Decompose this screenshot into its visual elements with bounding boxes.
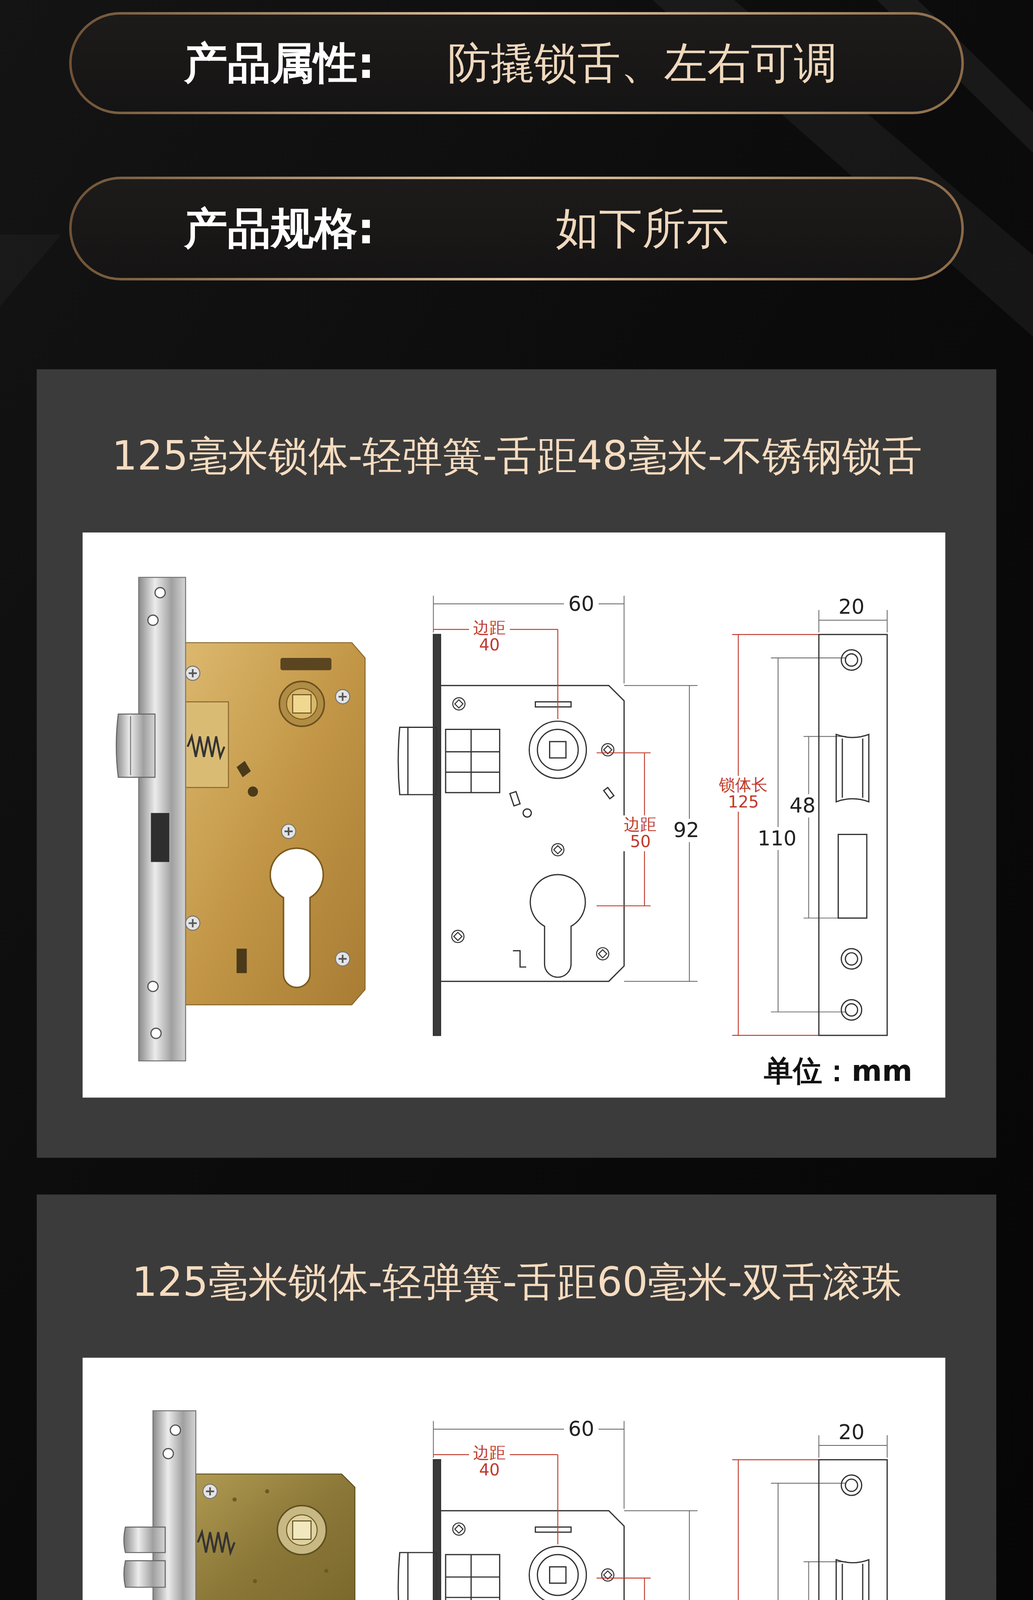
dimension-label: 边距 40: [469, 1443, 510, 1480]
drawing-group: [123, 1410, 355, 1600]
drawing-circle: [247, 786, 258, 797]
drawing-circle: [150, 1028, 161, 1038]
drawing-circle: [324, 1568, 329, 1573]
dimension-line: [129, 716, 131, 776]
drawing-outline: [123, 1526, 165, 1552]
panel-title: 125毫米锁体-轻弹簧-舌距60毫米-双舌滚珠: [132, 1257, 903, 1306]
drawing-copy: [185, 915, 200, 930]
drawing-circle: [170, 1424, 181, 1435]
spec-value: 如下所示: [555, 202, 729, 255]
panel-title: 125毫米锁体-轻弹簧-舌距48毫米-不锈钢锁舌: [112, 431, 923, 480]
dimension-label: 48: [788, 793, 818, 817]
dimension-label: 92: [671, 818, 701, 842]
drawing-outline: [195, 1473, 355, 1600]
dimension-label: 20: [836, 1420, 866, 1444]
drawing-rect: [280, 657, 332, 670]
unit-note: 单位：mm: [762, 1054, 914, 1088]
drawing-circle: [286, 1514, 317, 1545]
drawing-outline: [116, 713, 155, 778]
dimension-label: 边距 40: [469, 618, 510, 655]
drawing-copy: [185, 666, 200, 681]
drawing-copy: [398, 595, 888, 1036]
spec-band: 产品规格: 如下所示: [69, 176, 964, 281]
drawing-group: [116, 577, 365, 1061]
drawing-outline: [123, 1560, 165, 1587]
drawing-copy: [202, 1483, 218, 1498]
attribute-value: 防撬锁舌、左右可调: [447, 37, 838, 90]
drawing-rect: [36, 369, 997, 1158]
dimension-label: 60: [566, 592, 596, 616]
drawing-circle: [147, 614, 158, 625]
drawing-rect: [185, 701, 229, 788]
drawing-rect: [82, 532, 946, 1098]
spec-panel: 125毫米锁体-轻弹簧-舌距48毫米-不锈钢锁舌: [36, 369, 997, 1158]
background-streak: [0, 234, 62, 306]
drawing-circle: [232, 1497, 237, 1502]
drawing-copy: [335, 689, 350, 704]
spec-key: 产品规格:: [184, 202, 375, 255]
drawing-copy: [398, 1420, 888, 1600]
dimension-label: 锁体长 125: [714, 775, 772, 812]
dimension-label: 60: [566, 1417, 596, 1440]
drawing-outline: [183, 642, 366, 1005]
drawing-rect: [292, 1520, 312, 1539]
spring-symbol: [197, 1531, 235, 1552]
spec-panel: 125毫米锁体-轻弹簧-舌距60毫米-双舌滚珠: [36, 1194, 997, 1600]
drawing-circle: [154, 587, 165, 598]
drawing-copy: [335, 951, 350, 966]
drawing-rect: [150, 812, 170, 862]
drawing-rect: [138, 577, 186, 1061]
drawing-circle: [279, 681, 325, 727]
drawing-copy: [281, 823, 296, 839]
drawing-outline: [236, 760, 251, 777]
drawing-rect: [292, 694, 312, 713]
attribute-band: 产品属性: 防撬锁舌、左右可调: [69, 12, 964, 115]
drawing-circle: [147, 980, 158, 991]
attribute-key: 产品属性:: [184, 37, 375, 90]
drawing-circle: [252, 1578, 258, 1583]
drawing-outline: [270, 848, 324, 988]
dimension-label: 边距 50: [620, 815, 662, 851]
dimension-label: 110: [756, 826, 799, 850]
drawing-circle: [286, 688, 317, 719]
drawing-outline: [236, 948, 247, 974]
dimension-label: 20: [836, 595, 866, 619]
drawing-circle: [163, 1447, 174, 1458]
drawing-circle: [277, 1505, 327, 1555]
drawing-circle: [265, 1488, 270, 1493]
spring-symbol: [187, 736, 225, 757]
